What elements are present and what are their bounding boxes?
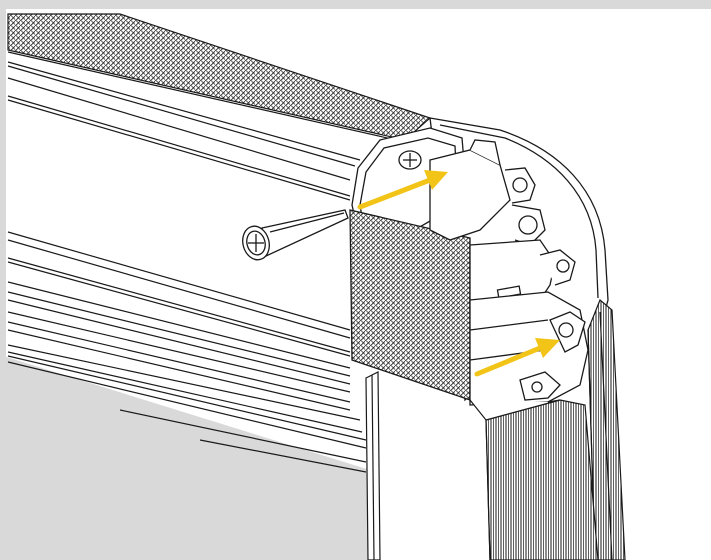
insert-screw-arrow <box>357 170 448 210</box>
clip-lock-arrow <box>474 338 560 377</box>
upper-cassette-housing <box>7 13 432 473</box>
mounting-screw <box>242 209 349 261</box>
guide-rail <box>587 299 626 560</box>
window-pane <box>0 355 370 560</box>
bottom-rail <box>365 371 599 560</box>
end-cap-bracket <box>349 117 609 406</box>
